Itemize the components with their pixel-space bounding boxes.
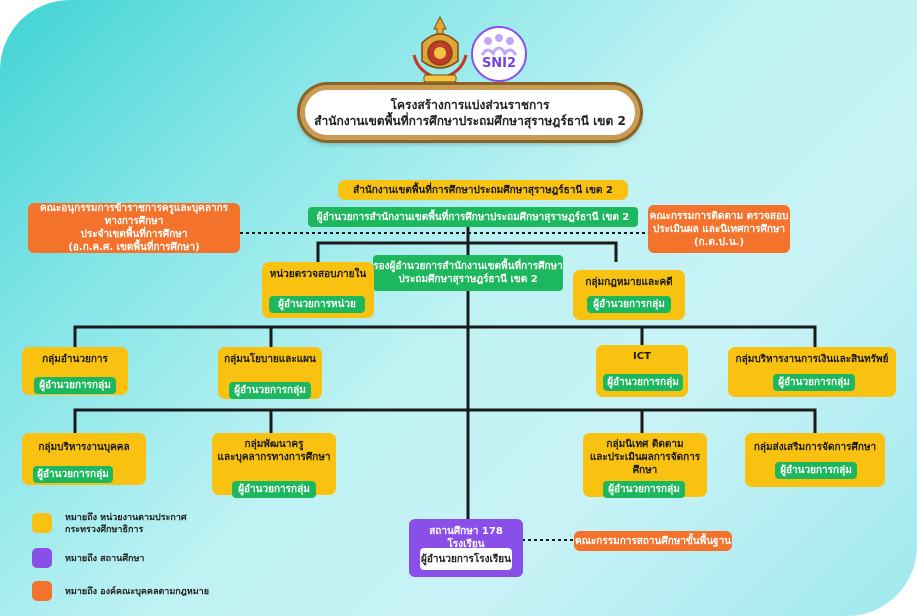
right-committee-line-2: ประเมินผล และนิเทศการศึกษา	[652, 223, 786, 235]
title-line-1: โครงสร้างการแบ่งส่วนราชการ	[390, 97, 550, 112]
row2-branch-line	[73, 408, 817, 433]
education-promotion-head-text: ผู้อำนวยการกลุ่ม	[780, 465, 852, 476]
personnel-group-head: ผู้อำนวยการกลุ่ม	[33, 466, 113, 483]
svg-text:SNI2: SNI2	[482, 56, 516, 71]
school-director-text: ผู้อำนวยการโรงเรียน	[421, 553, 511, 565]
teacher-development-head-text: ผู้อำนวยการกลุ่ม	[238, 484, 310, 495]
legend-orange-text: หมายถึง องค์คณะบุคคลตามกฎหมาย	[65, 586, 209, 598]
left-committee-line-2: ประจำเขตพื้นที่การศึกษา	[80, 229, 188, 240]
legend-yellow-line-1: หมายถึง หน่วยงานตามประกาศ	[65, 513, 187, 523]
legend-purple-text: หมายถึง สถานศึกษา	[65, 553, 144, 565]
office-name-box: สำนักงานเขตพื้นที่การศึกษาประถมศึกษาสุรา…	[338, 180, 628, 200]
legend-swatch-purple	[32, 548, 52, 568]
legend-swatch-yellow	[32, 513, 52, 533]
supervision-group-head: ผู้อำนวยการกลุ่ม	[603, 481, 685, 498]
admin-group-name: กลุ่มอำนวยการ	[42, 354, 108, 365]
finance-asset-group-head-text: ผู้อำนวยการกลุ่ม	[778, 377, 850, 388]
sni2-logo-icon: SNI2	[471, 26, 527, 82]
supervision-group-name-1: กลุ่มนิเทศ ติดตาม	[606, 439, 684, 450]
personnel-group-head-text: ผู้อำนวยการกลุ่ม	[37, 469, 109, 480]
legend-yellow-line-2: กระทรวงศึกษาธิการ	[65, 525, 144, 535]
right-committee-box: คณะกรรมการติดตาม ตรวจสอบ ประเมินผล และนิ…	[648, 205, 790, 253]
row1-branch-line	[73, 325, 817, 347]
legend-yellow-text: หมายถึง หน่วยงานตามประกาศ กระทรวงศึกษาธิ…	[65, 512, 187, 536]
office-name-text: สำนักงานเขตพื้นที่การศึกษาประถมศึกษาสุรา…	[353, 184, 613, 196]
school-board-box: คณะกรรมการสถานศึกษาขั้นพื้นฐาน	[574, 531, 732, 551]
teacher-development-group-head: ผู้อำนวยการกลุ่ม	[232, 481, 316, 498]
finance-asset-group-name: กลุ่มบริหารงานการเงินและสินทรัพย์	[735, 354, 889, 365]
legal-group-head-text: ผู้อำนวยการกลุ่ม	[593, 299, 665, 310]
ict-group-name: ICT	[633, 351, 651, 362]
policy-plan-group-head: ผู้อำนวยการกลุ่ม	[229, 382, 311, 399]
education-promotion-group-head: ผู้อำนวยการกลุ่ม	[775, 462, 857, 479]
legal-group-name: กลุ่มกฎหมายและคดี	[585, 277, 673, 288]
finance-asset-group-head: ผู้อำนวยการกลุ่ม	[773, 374, 855, 391]
deputy-line-1: รองผู้อำนวยการสำนักงานเขตพื้นที่การศึกษา	[373, 261, 563, 272]
supervision-group-head-text: ผู้อำนวยการกลุ่ม	[608, 484, 680, 495]
internal-audit-head: ผู้อำนวยการหน่วย	[269, 296, 365, 313]
legend-orange-line-1: หมายถึง องค์คณะบุคคลตามกฎหมาย	[65, 587, 209, 597]
internal-audit-name: หน่วยตรวจสอบภายใน	[269, 269, 367, 280]
deputy-director-box: รองผู้อำนวยการสำนักงานเขตพื้นที่การศึกษา…	[373, 255, 563, 291]
policy-plan-group-head-text: ผู้อำนวยการกลุ่ม	[234, 385, 306, 396]
ict-group-head-text: ผู้อำนวยการกลุ่ม	[607, 377, 679, 388]
ict-group-head: ผู้อำนวยการกลุ่ม	[603, 374, 683, 391]
deputy-line-2: ประถมศึกษาสุราษฎร์ธานี เขต 2	[398, 274, 538, 285]
internal-audit-head-text: ผู้อำนวยการหน่วย	[278, 299, 356, 310]
ministry-emblem-icon	[412, 15, 468, 83]
teacher-development-name-2: และบุคลากรทางการศึกษา	[217, 452, 331, 463]
right-committee-line-3: (ก.ต.ป.น.)	[693, 236, 745, 248]
education-promotion-group-name: กลุ่มส่งเสริมการจัดการศึกษา	[753, 442, 877, 453]
legal-group-head: ผู้อำนวยการกลุ่ม	[587, 296, 671, 313]
chart-title-plate: โครงสร้างการแบ่งส่วนราชการ สำนักงานเขตพื…	[300, 85, 640, 140]
school-board-text: คณะกรรมการสถานศึกษาขั้นพื้นฐาน	[574, 535, 732, 547]
policy-plan-group-name: กลุ่มนโยบายและแผน	[224, 354, 316, 365]
title-line-2: สำนักงานเขตพื้นที่การศึกษาประถมศึกษาสุรา…	[314, 113, 626, 128]
supervision-group-name-2: และประเมินผลการจัดการศึกษา	[589, 452, 701, 476]
school-director-box: ผู้อำนวยการโรงเรียน	[420, 548, 512, 570]
schools-name: สถานศึกษา 178 โรงเรียน	[429, 526, 503, 550]
personnel-group-name: กลุ่มบริหารงานบุคคล	[38, 442, 130, 453]
deputy-branch-line	[316, 241, 618, 262]
director-box: ผู้อำนวยการสำนักงานเขตพื้นที่การศึกษาประ…	[308, 207, 638, 227]
legend-purple-line-1: หมายถึง สถานศึกษา	[65, 554, 145, 564]
left-committee-line-3: (อ.ก.ค.ศ. เขตพื้นที่การศึกษา)	[68, 242, 200, 253]
admin-group-head: ผู้อำนวยการกลุ่ม	[34, 377, 116, 394]
director-text: ผู้อำนวยการสำนักงานเขตพื้นที่การศึกษาประ…	[316, 211, 630, 223]
legend-swatch-orange	[32, 581, 52, 601]
right-committee-line-1: คณะกรรมการติดตาม ตรวจสอบ	[649, 210, 789, 222]
teacher-development-name-1: กลุ่มพัฒนาครู	[244, 439, 304, 450]
admin-group-head-text: ผู้อำนวยการกลุ่ม	[39, 380, 111, 391]
left-committee-box: คณะอนุกรรมการข้าราชการครูและบุคลากรทางกา…	[28, 203, 240, 253]
left-committee-line-1: คณะอนุกรรมการข้าราชการครูและบุคลากรทางกา…	[39, 203, 229, 227]
